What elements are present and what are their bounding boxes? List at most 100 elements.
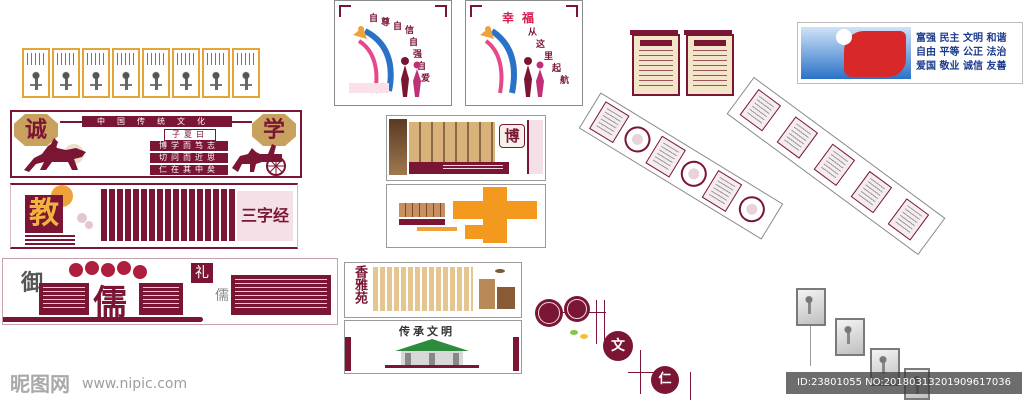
small-panel — [82, 48, 110, 98]
bird-icon — [495, 269, 505, 273]
small-panel — [202, 48, 230, 98]
culture-banner: 中国传统文化 — [82, 116, 232, 127]
poster-subtitle-char: 起 — [552, 64, 562, 74]
culture-wall-panel-f: 香雅苑 — [344, 262, 522, 318]
circle-char-ren: 仁 — [651, 366, 679, 394]
photo-frame — [835, 318, 865, 356]
figure-illustration — [238, 70, 254, 92]
chariot-silhouette — [232, 144, 286, 176]
side-strip — [527, 120, 543, 174]
notice-board — [630, 30, 680, 96]
quote-line-1: 子夏曰 — [164, 129, 216, 141]
panel-text-lines — [147, 53, 165, 65]
figure-illustration — [28, 70, 44, 92]
maroon-frame-left — [345, 337, 351, 371]
maroon-bar — [399, 219, 445, 225]
scroll-ornament-left — [60, 121, 82, 123]
framed-circle — [619, 121, 656, 158]
bookshelf-illustration — [409, 122, 495, 162]
panel-text-lines — [237, 53, 255, 65]
framed-box — [813, 143, 856, 186]
corner-ornament — [566, 5, 578, 17]
notice-board-title-bar — [694, 40, 726, 46]
corner-ornament — [339, 5, 351, 17]
panel-text-lines — [207, 53, 225, 65]
framed-box — [739, 89, 782, 132]
orange-bar — [417, 227, 457, 231]
cloud-dot — [85, 221, 93, 229]
photo-frame — [796, 288, 826, 326]
poster-title: 幸福 — [502, 11, 543, 25]
vertical-text-bars — [101, 189, 237, 241]
swoosh-band — [3, 317, 203, 322]
quote-line-3: 切问而近思 — [150, 153, 228, 163]
panel-text-lines — [177, 53, 195, 65]
framed-box — [850, 170, 893, 214]
values-line-3: 爱国 敬业 诚信 友善 — [916, 61, 1007, 72]
building-illustration — [385, 339, 479, 368]
poster-char: 自 — [393, 22, 403, 32]
scroll-ornament-right — [232, 121, 252, 123]
poster-char: 自 — [417, 62, 427, 72]
poster-subtitle-char: 航 — [560, 76, 570, 86]
colorful-figures-illustration — [480, 26, 544, 97]
framed-box — [701, 170, 743, 212]
decor-circle — [535, 299, 563, 327]
poster-subtitle-char: 这 — [536, 40, 546, 50]
cloud-dot — [77, 213, 87, 223]
red-dot — [117, 261, 131, 275]
text-block-center — [139, 283, 183, 315]
culture-wall-panel-e — [386, 184, 546, 248]
decor-circle — [564, 296, 590, 322]
circle-ring — [567, 299, 587, 319]
colorful-figures-illustration — [349, 26, 421, 97]
values-line-2: 自由 平等 公正 法治 — [916, 47, 1007, 58]
framed-circle — [675, 155, 712, 192]
horse-rider-silhouette — [24, 138, 86, 172]
orange-cross-shape — [453, 187, 537, 243]
notice-board-cap — [684, 30, 732, 35]
small-panel — [142, 48, 170, 98]
small-panel — [172, 48, 200, 98]
quote-line-4: 仁在其中矣 — [150, 165, 228, 175]
text-block-right — [231, 275, 331, 315]
panel-text-lines — [27, 53, 45, 65]
notice-board-text-lines — [639, 50, 673, 88]
panel-f-title: 香雅苑 — [352, 265, 367, 304]
figure-illustration — [88, 70, 104, 92]
character-ru-small: 儒 — [215, 288, 229, 304]
text-block-left — [39, 283, 89, 315]
watermark-site-name: 昵图网 — [10, 372, 70, 396]
connector-line — [604, 300, 605, 340]
vertical-text-bars — [373, 267, 473, 311]
poster-char: 强 — [413, 50, 423, 60]
small-panel — [22, 48, 50, 98]
connector-line — [596, 300, 597, 344]
panel-text-lines — [57, 53, 75, 65]
corner-ornament — [470, 5, 482, 17]
figure-illustration — [118, 70, 134, 92]
character-yu: 御 — [21, 270, 44, 296]
character-bo-badge: 博 — [499, 124, 525, 148]
panel-text-lines — [117, 53, 135, 65]
notice-board-title-bar — [640, 40, 672, 46]
circle-char-wen: 文 — [603, 331, 633, 361]
small-panel — [52, 48, 80, 98]
corner-ornament — [435, 5, 447, 17]
culture-wall-panel-b: 教 三字经 — [10, 183, 298, 249]
values-line-1: 富强 民主 文明 和谐 — [916, 33, 1007, 44]
red-dot — [85, 261, 99, 275]
band-text-lines — [443, 165, 503, 171]
box-illustration — [497, 287, 515, 309]
leaf-icon — [580, 334, 588, 339]
culture-wall-panel-a: 诚 学 中国传统文化 子夏曰 博学而笃志 切问而近思 仁在其中矣 — [10, 110, 302, 178]
box-illustration — [479, 279, 495, 309]
connector-line — [810, 326, 811, 366]
framed-box — [776, 116, 819, 159]
core-values-board: 富强 民主 文明 和谐 自由 平等 公正 法治 爱国 敬业 诚信 友善 — [797, 22, 1023, 84]
notice-board-text-lines — [693, 50, 727, 88]
notice-board — [684, 30, 734, 96]
poster-subtitle-char: 从 — [528, 28, 538, 38]
watermark-id-bar: ID:23801055 NO:20180313201909617036 — [786, 372, 1022, 394]
small-panel — [112, 48, 140, 98]
